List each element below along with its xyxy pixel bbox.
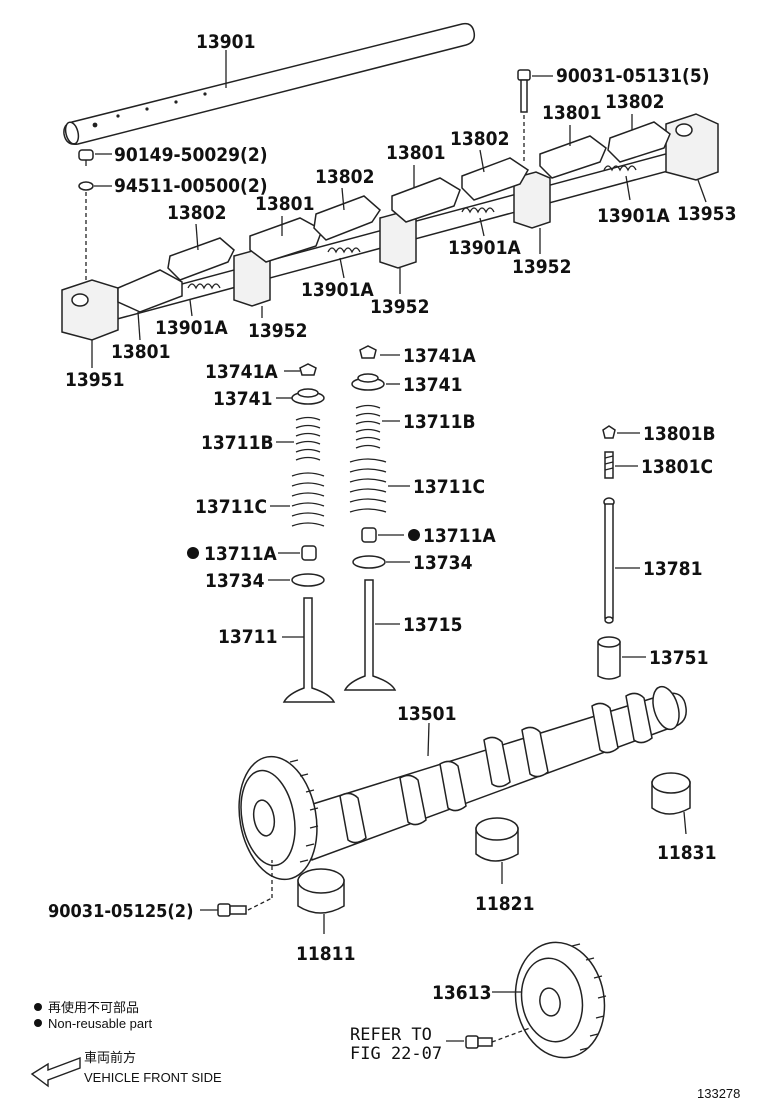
bearing-1-icon bbox=[297, 868, 345, 914]
label-valve-intake: 13711 bbox=[218, 626, 277, 648]
refer-line-1: REFER TO bbox=[350, 1025, 432, 1045]
push-rod-icon bbox=[603, 497, 615, 624]
label-spacer-4: 13802 bbox=[605, 91, 664, 113]
label-seat-l: 13734 bbox=[205, 570, 265, 592]
non-reusable-bullet-icon bbox=[34, 1003, 42, 1011]
cam-gear bbox=[514, 941, 607, 1059]
valve-stack-right bbox=[343, 345, 397, 691]
camshaft bbox=[299, 685, 687, 861]
label-adjust-nut: 13801B bbox=[643, 423, 716, 445]
label-spring-a-1: 13901A bbox=[155, 317, 228, 339]
plug-icon bbox=[78, 149, 94, 166]
label-adjust-screw: 13801C bbox=[641, 456, 713, 478]
label-spring-outer-l: 13711C bbox=[195, 496, 267, 518]
refer-line-2: FIG 22-07 bbox=[350, 1044, 442, 1064]
bearing-2-icon bbox=[475, 817, 519, 862]
label-seal-r: 13711A bbox=[423, 525, 496, 547]
label-spacer-2: 13802 bbox=[315, 166, 374, 188]
label-cam-gear: 13613 bbox=[432, 982, 491, 1004]
front-en: VEHICLE FRONT SIDE bbox=[84, 1070, 222, 1085]
rocker-assembly bbox=[61, 113, 719, 341]
adjust-nut-icon bbox=[602, 425, 616, 439]
non-reusable-bullet-icon bbox=[34, 1019, 42, 1027]
label-retainer-l: 13741 bbox=[213, 388, 272, 410]
label-support-end: 13953 bbox=[677, 203, 736, 225]
gasket-icon bbox=[78, 181, 94, 191]
label-rocker-arm-2: 13801 bbox=[255, 193, 314, 215]
label-retainer-lock-r: 13741A bbox=[403, 345, 476, 367]
lifter-icon bbox=[597, 636, 621, 680]
label-rocker-arm-1: 13801 bbox=[111, 341, 170, 363]
label-seal-l: 13711A bbox=[204, 543, 277, 565]
label-spring-a-2: 13901A bbox=[301, 279, 374, 301]
figure-number: 133278 bbox=[697, 1086, 740, 1101]
bolt-icon bbox=[517, 69, 531, 113]
label-support-mid-1: 13952 bbox=[248, 320, 307, 342]
label-push-rod: 13781 bbox=[643, 558, 702, 580]
bearing-3-icon bbox=[651, 772, 691, 815]
label-rocker-arm-4: 13801 bbox=[542, 102, 601, 124]
label-rocker-shaft: 13901 bbox=[196, 31, 255, 53]
label-lifter: 13751 bbox=[649, 647, 708, 669]
label-bearing-2: 11821 bbox=[475, 893, 534, 915]
valve-stack-left bbox=[282, 363, 336, 703]
front-jp: 車両前方 bbox=[84, 1050, 136, 1065]
camshaft-gear bbox=[238, 755, 319, 881]
label-spring-outer-r: 13711C bbox=[413, 476, 485, 498]
label-spring-a-4: 13901A bbox=[597, 205, 670, 227]
front-arrow-icon bbox=[30, 1056, 81, 1088]
label-spring-inner-r: 13711B bbox=[403, 411, 476, 433]
label-spacer-1: 13802 bbox=[167, 202, 226, 224]
label-spacer-3: 13802 bbox=[450, 128, 509, 150]
label-bolt-rocker-support: 90031-05131(5) bbox=[556, 65, 710, 87]
label-support-mid-2: 13952 bbox=[370, 296, 429, 318]
label-bolt-cam-gear: 90031-05125(2) bbox=[48, 901, 193, 922]
label-seat-r: 13734 bbox=[413, 552, 473, 574]
label-retainer-r: 13741 bbox=[403, 374, 462, 396]
label-bearing-1: 11811 bbox=[296, 943, 355, 965]
label-retainer-lock-l: 13741A bbox=[205, 361, 278, 383]
legend-en: Non-reusable part bbox=[48, 1016, 152, 1031]
bolt-refer-icon bbox=[465, 1035, 493, 1049]
bolt-cam-gear-icon bbox=[217, 903, 247, 917]
label-camshaft: 13501 bbox=[397, 703, 456, 725]
label-support-front: 13951 bbox=[65, 369, 124, 391]
label-spring-a-3: 13901A bbox=[448, 237, 521, 259]
label-valve-exhaust: 13715 bbox=[403, 614, 462, 636]
rocker-shaft bbox=[63, 22, 476, 146]
label-spring-inner-l: 13711B bbox=[201, 432, 274, 454]
legend-jp: 再使用不可部品 bbox=[48, 1000, 139, 1015]
label-bearing-3: 11831 bbox=[657, 842, 716, 864]
label-plug: 90149-50029(2) bbox=[114, 144, 268, 166]
label-gasket: 94511-00500(2) bbox=[114, 175, 268, 197]
label-support-mid-3: 13952 bbox=[512, 256, 571, 278]
adjust-screw-icon bbox=[604, 451, 614, 479]
label-rocker-arm-3: 13801 bbox=[386, 142, 445, 164]
